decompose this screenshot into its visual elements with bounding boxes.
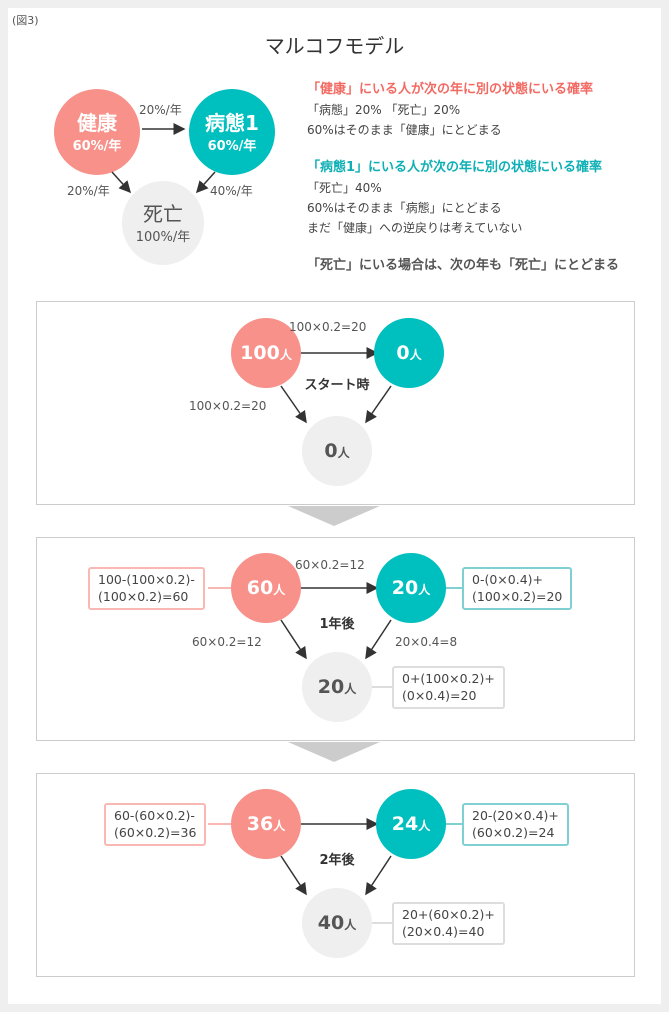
desc-line: 60%はそのまま「病態」にとどまる [307, 201, 502, 215]
h-to-s-calc: 60×0.2=12 [295, 558, 365, 572]
sick-count: 24人 [376, 789, 446, 859]
sick-name: 病態1 [205, 110, 259, 135]
dead-count: 20人 [302, 652, 372, 722]
healthy-count: 100人 [231, 318, 301, 388]
h-to-s-calc: 100×0.2=20 [289, 320, 367, 334]
healthy-rate: 60%/年 [72, 138, 122, 154]
arrow-icon [195, 171, 216, 194]
healthy-formula: 60-(60×0.2)-(60×0.2)=36 [104, 803, 207, 846]
desc-line: 60%はそのまま「健康」にとどまる [307, 123, 502, 137]
sick-count: 20人 [376, 553, 446, 623]
down-arrow-icon [288, 506, 380, 526]
stage-label: 1年後 [319, 617, 355, 632]
dead-rate: 100%/年 [135, 229, 191, 245]
sick-description: 「病態1」にいる人が次の年に別の状態にいる確率 「死亡」40% 60%はそのまま… [307, 158, 602, 238]
healthy-heading: 「健康」にいる人が次の年に別の状態にいる確率 [307, 82, 594, 97]
dead-state: 死亡 100%/年 [122, 181, 204, 265]
stage-arrows [280, 347, 392, 424]
healthy-name: 健康 [77, 110, 117, 135]
s-to-d-calc: 20×0.4=8 [395, 635, 458, 649]
overview-arrows [111, 123, 216, 194]
h-to-d-calc: 100×0.2=20 [189, 399, 267, 413]
stage-year-2: 60-(60×0.2)-(60×0.2)=36 20-(20×0.4)+(60×… [36, 773, 635, 977]
dead-count: 0人 [302, 416, 372, 486]
h-to-s-rate: 20%/年 [139, 103, 182, 117]
sick-rate: 60%/年 [207, 138, 257, 154]
healthy-count: 60人 [231, 553, 301, 623]
healthy-count: 36人 [231, 789, 301, 859]
down-arrow-icon [288, 742, 380, 762]
dead-formula: 20+(60×0.2)+(20×0.4)=40 [392, 902, 505, 945]
healthy-state: 健康 60%/年 [54, 89, 140, 175]
sick-state: 病態1 60%/年 [189, 89, 275, 175]
desc-line: 「病態」20% 「死亡」20% [307, 103, 461, 117]
arrow-icon [111, 171, 132, 194]
sick-count: 0人 [374, 318, 444, 388]
s-to-d-rate: 40%/年 [210, 184, 253, 198]
stage-label: 2年後 [319, 853, 355, 868]
healthy-formula: 100-(100×0.2)-(100×0.2)=60 [88, 567, 205, 610]
dead-count: 40人 [302, 888, 372, 958]
stage-year-1: 100-(100×0.2)-(100×0.2)=60 0-(0×0.4)+(10… [36, 537, 635, 741]
h-to-d-rate: 20%/年 [67, 184, 110, 198]
sick-formula: 0-(0×0.4)+(100×0.2)=20 [462, 567, 573, 610]
desc-line: まだ「健康」への逆戻りは考えていない [307, 221, 523, 235]
healthy-description: 「健康」にいる人が次の年に別の状態にいる確率 「病態」20% 「死亡」20% 6… [307, 80, 593, 140]
desc-line: 「死亡」40% [307, 181, 382, 195]
sick-heading: 「病態1」にいる人が次の年に別の状態にいる確率 [307, 160, 603, 175]
dead-name: 死亡 [143, 201, 183, 226]
dead-formula: 0+(100×0.2)+(0×0.4)=20 [392, 666, 505, 709]
sick-formula: 20-(20×0.4)+(60×0.2)=24 [462, 803, 569, 846]
stage-start: 100人 0人 0人 100×0.2=20 100×0.2=20 スタート時 [36, 301, 635, 505]
dead-description: 「死亡」にいる場合は、次の年も「死亡」にとどまる [307, 258, 620, 273]
figure-label: (図3) [12, 14, 39, 27]
stage-label: スタート時 [304, 378, 370, 393]
page-title: マルコフモデル [264, 34, 405, 58]
h-to-d-calc: 60×0.2=12 [192, 635, 262, 649]
